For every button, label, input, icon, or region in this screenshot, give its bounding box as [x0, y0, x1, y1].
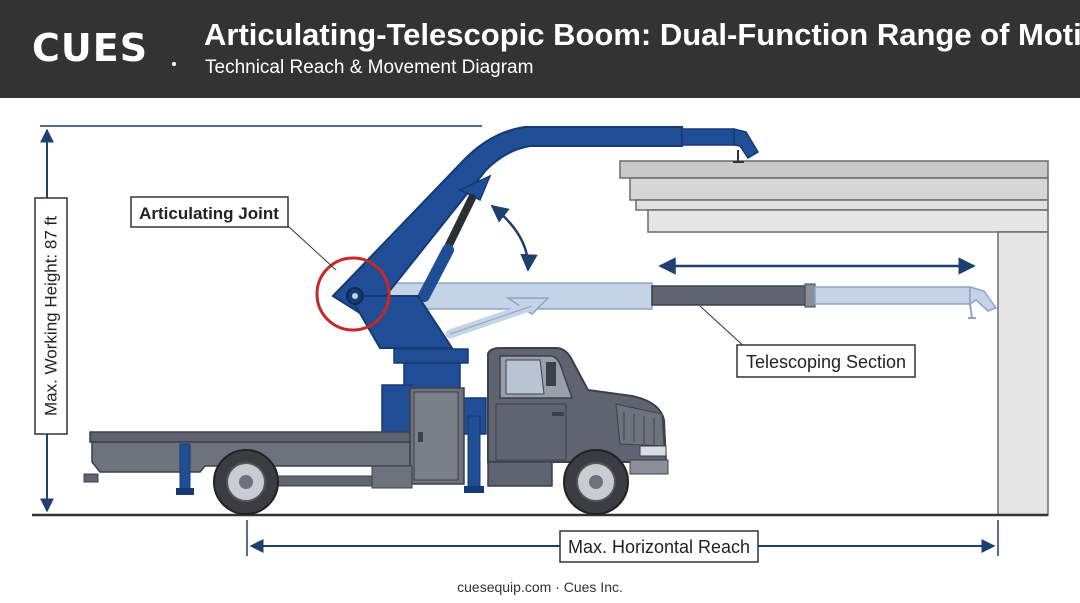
telescoping-section-label: Telescoping Section — [746, 352, 906, 372]
front-wheel — [563, 449, 629, 515]
raised-boom — [331, 126, 760, 349]
diagram-title: Articulating-Telescopic Boom: Dual-Funct… — [204, 17, 1080, 52]
ghost-boom-extended — [381, 282, 998, 339]
articulation-arc-arrow — [490, 204, 538, 272]
height-label-box — [34, 197, 68, 435]
joint-callout-leader — [287, 225, 337, 271]
header-bar: CUES Articulating-Telescopic Boom: Dual-… — [0, 0, 1080, 98]
articulating-joint-highlight — [315, 256, 391, 332]
footer-credit: cuesequip.com · Cues Inc. — [457, 579, 623, 595]
overhead-structure — [619, 160, 1049, 516]
rear-wheel — [213, 449, 279, 515]
cues-logo: CUES — [32, 26, 149, 70]
truck-body — [83, 387, 484, 495]
logo-registered-mark — [172, 62, 176, 66]
diagram-subtitle: Technical Reach & Movement Diagram — [205, 57, 534, 78]
telescoping-callout-leader — [699, 305, 749, 351]
truck-cab — [487, 347, 669, 487]
articulating-joint-label: Articulating Joint — [139, 204, 279, 223]
telescoping-label-box — [736, 344, 916, 378]
max-horizontal-reach-label: Max. Horizontal Reach — [568, 537, 750, 557]
reach-label-box — [559, 530, 759, 563]
boom-diagram: Articulating Joint Telescoping Section M… — [32, 125, 1049, 563]
max-working-height-label: Max. Working Height: 87 ft — [42, 216, 61, 416]
joint-label-box — [130, 196, 289, 228]
